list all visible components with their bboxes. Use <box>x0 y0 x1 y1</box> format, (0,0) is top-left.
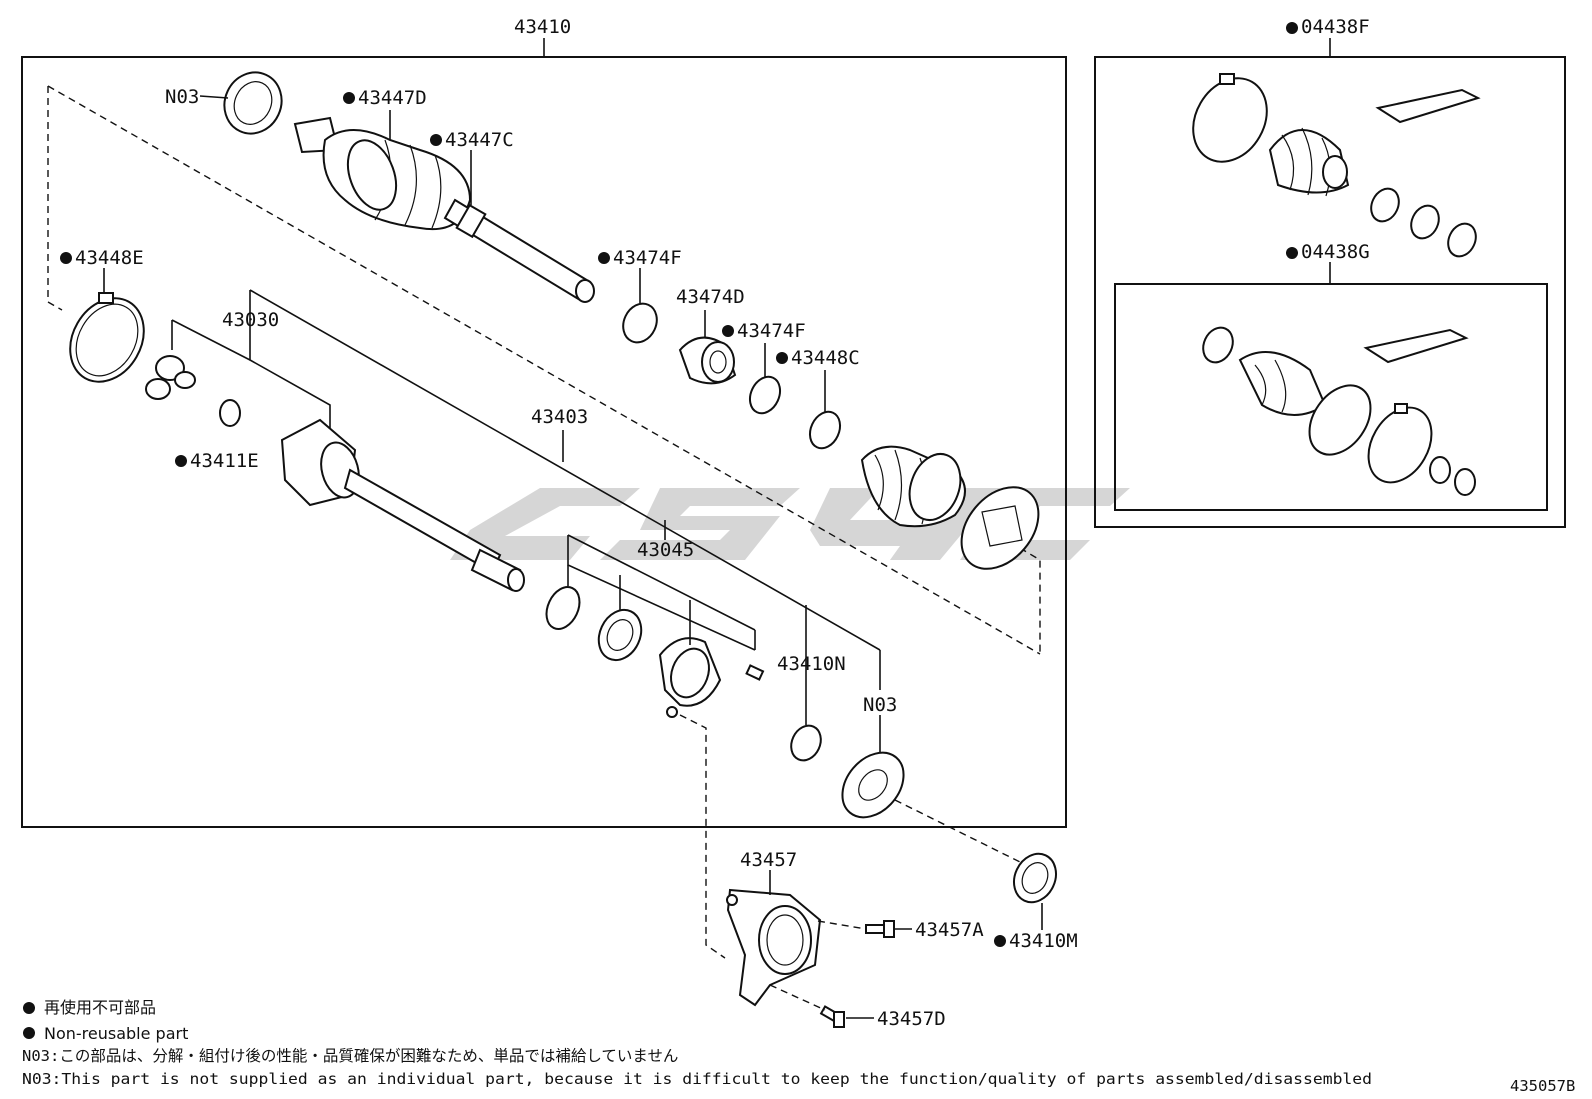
label-43448C: 43448C <box>791 347 860 369</box>
bolt-43457A <box>865 920 895 938</box>
label-43410: 43410 <box>514 16 571 38</box>
snap-ring-43411E <box>219 399 241 427</box>
label-43457D: 43457D <box>877 1008 946 1030</box>
label-n03-bottom: N03 <box>863 694 897 716</box>
label-43457A: 43457A <box>915 919 984 941</box>
label-43410N: 43410N <box>777 653 846 675</box>
snap-ring-43474F-a <box>622 302 658 344</box>
label-43448E: 43448E <box>75 247 144 269</box>
kit-box-inner <box>1114 283 1548 511</box>
label-04438G: 04438G <box>1301 241 1370 263</box>
bolt-43457D <box>819 1005 845 1028</box>
note-jp-n03: N03:この部品は、分解・組付け後の性能・品質確保が困難なため、単品では補給して… <box>22 1047 678 1065</box>
label-n03-top: N03 <box>165 86 199 108</box>
label-43474D: 43474D <box>676 286 745 308</box>
inner-boot <box>860 445 966 528</box>
label-43474F-a: 43474F <box>613 247 682 269</box>
kit-box-outer <box>1094 56 1566 528</box>
boot-clamp-43448E <box>69 292 145 383</box>
snap-ring-large <box>545 586 581 630</box>
label-43410M: 43410M <box>1009 930 1078 952</box>
label-04438F: 04438F <box>1301 16 1370 38</box>
label-43447D: 43447D <box>358 87 427 109</box>
main-assembly-box <box>21 56 1067 828</box>
diagram-code: 435057B <box>1510 1077 1575 1095</box>
label-43474F-b: 43474F <box>737 320 806 342</box>
oil-seal-43410M <box>1013 852 1057 904</box>
tripod-spider <box>145 355 196 400</box>
support-bracket-43457 <box>726 888 822 1007</box>
bearing-bracket <box>658 637 722 718</box>
legend-jp-nonreusable: 再使用不可部品 <box>44 998 156 1017</box>
kit-04438F-parts <box>1192 73 1481 258</box>
outer-cv-joint <box>293 116 595 303</box>
dust-seal-top <box>223 71 283 135</box>
inner-cv-joint-shaft <box>280 418 525 592</box>
dowel-pin <box>745 664 765 681</box>
boot-clamp-43448C <box>808 410 842 450</box>
label-43447C: 43447C <box>445 129 514 151</box>
dust-seal-bottom <box>841 751 905 819</box>
snap-ring-43410N <box>790 724 822 762</box>
tripod-43474D <box>678 336 737 385</box>
legend-en-nonreusable: Non-reusable part <box>44 1024 188 1043</box>
label-43457: 43457 <box>740 849 797 871</box>
label-43411E: 43411E <box>190 450 259 472</box>
tulip-housing <box>960 486 1040 570</box>
kit-04438G-parts <box>1202 326 1476 496</box>
center-bearing <box>597 608 643 662</box>
note-en-n03: N03:This part is not supplied as an indi… <box>22 1070 1372 1088</box>
legend: 再使用不可部品 Non-reusable part N03:この部品は、分解・組… <box>22 998 1372 1088</box>
label-43045: 43045 <box>637 539 694 561</box>
snap-ring-43474F-b <box>748 375 782 415</box>
label-43403: 43403 <box>531 406 588 428</box>
